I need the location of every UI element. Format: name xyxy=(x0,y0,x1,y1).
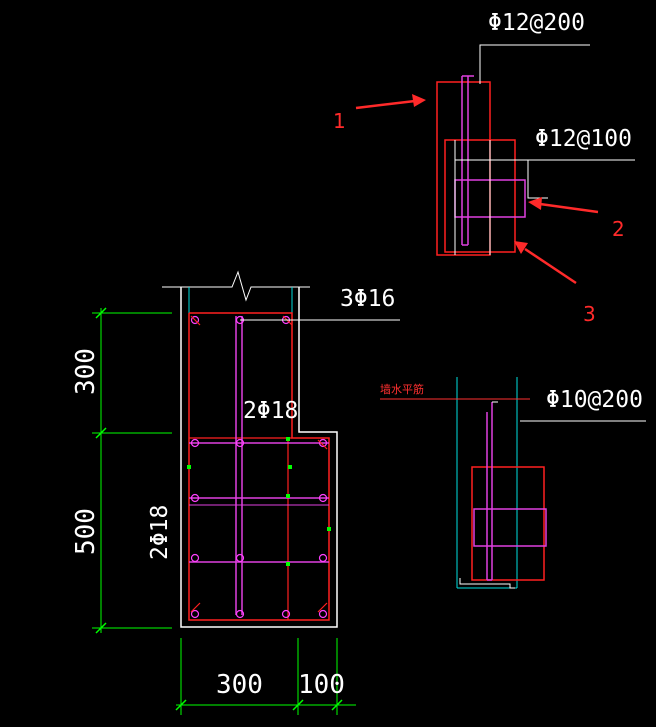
callout-arrow-1 xyxy=(355,94,426,110)
top-detail: Φ12@200 Φ12@100 1 2 3 xyxy=(333,10,635,326)
inner-stirrup xyxy=(444,139,516,253)
hook-marks xyxy=(190,315,328,613)
dim-width-main: 300 xyxy=(216,670,263,700)
callout-arrow-3 xyxy=(514,241,577,285)
callout-number-3: 3 xyxy=(583,302,596,326)
bottom-hook xyxy=(459,578,515,589)
detail-vertical-bar xyxy=(486,402,493,581)
wall-detail: 墙水平筋 Φ10@200 xyxy=(380,377,646,589)
main-stirrup xyxy=(188,312,330,621)
dim-width-ext: 100 xyxy=(298,670,345,700)
callout-number-1: 1 xyxy=(333,109,346,133)
dim-height-upper: 300 xyxy=(71,348,101,395)
detail-tie xyxy=(473,508,547,547)
concrete-outline xyxy=(180,287,338,628)
callout-arrow-2 xyxy=(528,197,599,214)
break-line xyxy=(162,270,310,302)
column-section: 3Φ16 2Φ18 2Φ18 xyxy=(147,270,400,628)
rebar-label-phi12-200: Φ12@200 xyxy=(488,10,585,36)
rebar-label-phi12-100: Φ12@100 xyxy=(535,126,632,152)
rebar-label-2phi18-side: 2Φ18 xyxy=(147,505,173,560)
dimensions: 300 500 300 100 xyxy=(71,307,356,715)
wall-rebar-label: 墙水平筋 xyxy=(380,382,424,396)
rebar-label-3phi16: 3Φ16 xyxy=(340,286,395,312)
detail-stirrup xyxy=(471,466,545,581)
rebar-dots xyxy=(190,315,328,619)
leader-line-3 xyxy=(527,160,548,199)
leader-line-1 xyxy=(479,44,590,84)
callout-number-2: 2 xyxy=(612,217,625,241)
rebar-label-phi10-200: Φ10@200 xyxy=(546,387,643,413)
tie-marks xyxy=(187,437,331,566)
rebar-label-2phi18-mid: 2Φ18 xyxy=(243,398,298,424)
dim-height-lower: 500 xyxy=(71,508,101,555)
